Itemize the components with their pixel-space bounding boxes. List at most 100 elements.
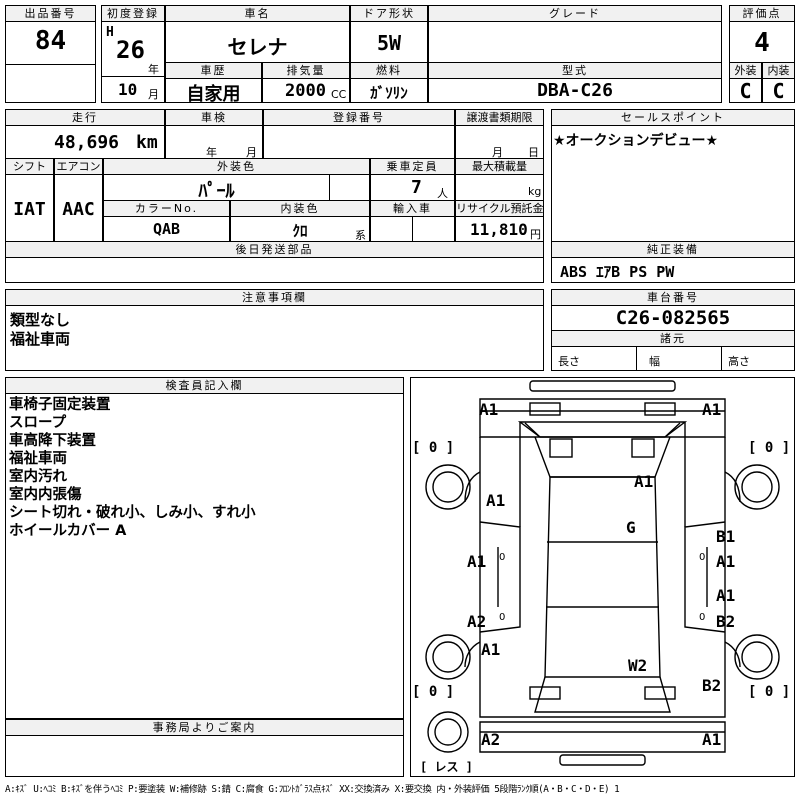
chassis-cell: C26-082565 — [551, 305, 795, 331]
colorno-label: カラーNo. — [103, 200, 230, 217]
notes-cell: 類型なし 福祉車両 — [5, 305, 544, 371]
shift: IAT — [13, 199, 46, 220]
history-cell: 自家用 — [165, 78, 262, 105]
capacity: 7 — [411, 177, 422, 198]
ac-cell: AAC — [54, 174, 103, 242]
front-bumper — [479, 398, 726, 438]
intcolor-cell: ｸﾛ 系 — [230, 216, 370, 242]
grade-label: グレード — [428, 5, 722, 22]
damage-mark: A1 — [716, 586, 736, 605]
later-label: 後日発送部品 — [5, 241, 544, 258]
damage-mark: A1 — [481, 640, 501, 659]
import-label: 輸入車 — [370, 200, 455, 217]
ext-grade: C — [739, 79, 752, 103]
chassis-number: C26-082565 — [615, 307, 731, 329]
load-label: 最大積載量 — [455, 158, 544, 175]
mileage-unit: km — [136, 132, 158, 153]
aircon: AAC — [62, 199, 95, 220]
tire-tread-rl: [ 0 ] — [412, 684, 455, 700]
tire-rear-left — [425, 634, 471, 680]
office-cell — [5, 735, 404, 777]
shift-cell: IAT — [5, 174, 54, 242]
int-grade: C — [772, 79, 785, 103]
equip-cell: ABS ｴｱB PS PW — [551, 257, 795, 283]
inspector-line: 車高降下装置 — [9, 433, 96, 449]
panel-zero: 0 — [499, 552, 506, 563]
inspector-cell: 車椅子固定装置 スロープ 車高降下装置 福祉車両 室内汚れ 室内内張傷 シート切… — [5, 393, 404, 719]
inspect-cell: 年 月 — [165, 125, 263, 159]
capacity-label: 乗車定員 — [370, 158, 455, 175]
chassis-label: 車台番号 — [551, 289, 795, 306]
month-unit: 月 — [148, 88, 159, 101]
inspector-line: シート切れ・破れ小、しみ小、すれ小 — [9, 505, 256, 521]
ext-color: ﾊﾟｰﾙ — [198, 181, 235, 202]
damage-mark: A1 — [479, 400, 499, 419]
damage-mark: A2 — [467, 612, 487, 631]
int-cell: C — [762, 78, 795, 103]
recycle-label: リサイクル預託金 — [455, 200, 544, 217]
rear-bumper-strip — [559, 754, 646, 766]
tire-tread-fl: [ 0 ] — [412, 440, 455, 456]
notes-line: 類型なし — [10, 311, 71, 329]
model-label: 型式 — [428, 62, 722, 79]
score-cell: 4 — [729, 21, 795, 63]
reg-cell: H 26 年 — [101, 21, 165, 77]
int-label: 内装 — [762, 62, 795, 79]
int-color: ｸﾛ — [292, 222, 308, 240]
history: 自家用 — [186, 84, 241, 105]
import-cell-b — [412, 216, 455, 242]
mileage: 48,696 — [54, 132, 120, 153]
damage-mark: G — [626, 518, 636, 537]
car-name: セレナ — [227, 35, 288, 59]
tire-rear-right — [734, 634, 780, 680]
spec-label: 諸元 — [551, 330, 795, 347]
lot-cell: 84 — [5, 21, 96, 65]
import-cell-a — [370, 216, 413, 242]
rear-bumper — [479, 721, 726, 753]
regno-label: 登録番号 — [263, 109, 455, 126]
later-cell — [5, 257, 544, 283]
damage-mark: B2 — [702, 676, 722, 695]
reg-month: 10 — [118, 80, 138, 99]
load-unit: kg — [528, 185, 542, 198]
disp-label: 排気量 — [262, 62, 350, 79]
mileage-cell: 48,696 km — [5, 125, 165, 159]
wiper-left — [549, 438, 573, 458]
shift-label: シフト — [5, 158, 54, 175]
displacement: 2000 — [285, 81, 326, 101]
ac-label: エアコン — [54, 158, 103, 175]
inspector-line: 室内汚れ — [9, 469, 67, 485]
damage-mark: A1 — [716, 552, 736, 571]
lot-label: 出品番号 — [5, 5, 96, 22]
inspector-line: 車椅子固定装置 — [9, 397, 111, 413]
history-label: 車歴 — [165, 62, 262, 79]
notes-label: 注意事項欄 — [5, 289, 544, 306]
capacity-cell: 7 人 — [370, 174, 455, 201]
front-bumper-strip — [529, 380, 676, 392]
regno-cell — [263, 125, 455, 159]
ext-cell: C — [729, 78, 762, 103]
equipment: ABS ｴｱB PS PW — [560, 263, 675, 281]
transfer-month-unit: 月 — [492, 146, 503, 159]
hood — [517, 421, 688, 438]
transfer-label: 譲渡書類期限 — [455, 109, 544, 126]
rear-window — [534, 676, 671, 713]
disp-unit: CC — [331, 88, 347, 101]
legend: A:ｷｽﾞ U:ﾍｺﾐ B:ｷｽﾞを伴うﾍｺﾐ P:要塗装 W:補修跡 S:錆 … — [5, 784, 620, 795]
year-unit: 年 — [148, 63, 159, 76]
inspect-month-unit: 月 — [246, 146, 257, 159]
intcolor-label: 内装色 — [230, 200, 370, 217]
wiper-right — [631, 438, 655, 458]
color-extra — [329, 174, 370, 201]
spare-tire — [427, 711, 469, 753]
hei-cell: 高さ — [721, 346, 795, 371]
hei-label: 高さ — [728, 355, 750, 368]
transfer-day-unit: 日 — [528, 146, 539, 159]
damage-mark: A1 — [634, 472, 654, 491]
inspect-year-unit: 年 — [206, 146, 217, 159]
damage-mark: A1 — [486, 491, 506, 510]
door-label: ドア形状 — [350, 5, 428, 22]
fuel-cell: ｶﾞｿﾘﾝ — [350, 78, 428, 103]
color-cell: ﾊﾟｰﾙ — [103, 174, 330, 202]
door-type: 5W — [376, 31, 402, 55]
